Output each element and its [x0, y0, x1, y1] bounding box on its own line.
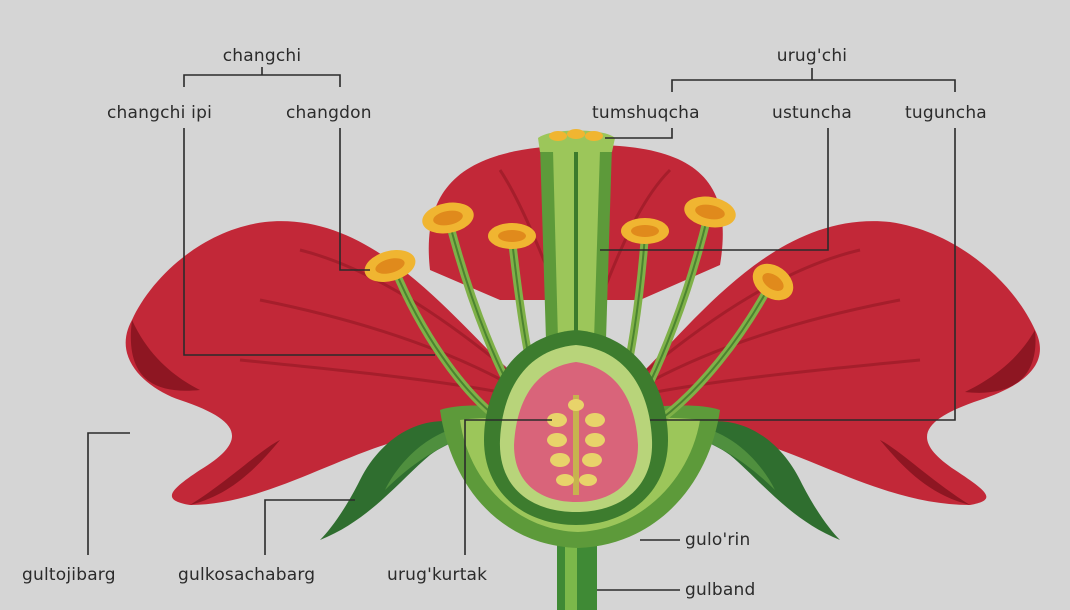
label-urugchi: urug'chi: [777, 46, 847, 66]
label-urugkurtak: urug'kurtak: [387, 565, 487, 585]
label-changchi: changchi: [223, 46, 302, 66]
label-ustuncha: ustuncha: [772, 103, 852, 123]
label-tumshuqcha: tumshuqcha: [592, 103, 700, 123]
label-gulorin: gulo'rin: [685, 530, 750, 550]
label-changchi-ipi: changchi ipi: [107, 103, 212, 123]
label-changdon: changdon: [286, 103, 372, 123]
label-gulkosachabarg: gulkosachabarg: [178, 565, 315, 585]
label-tuguncha: tuguncha: [905, 103, 987, 123]
label-gulband: gulband: [685, 580, 755, 600]
label-gultojibarg: gultojibarg: [22, 565, 116, 585]
